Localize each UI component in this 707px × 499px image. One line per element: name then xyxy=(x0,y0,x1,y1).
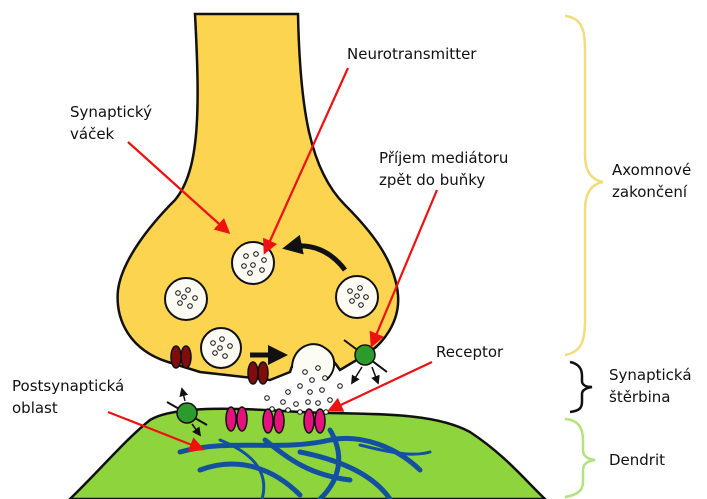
arrow-receptor xyxy=(330,362,432,410)
label-reuptake-line1: Příjem mediátoru xyxy=(379,148,508,168)
label-postsynaptic-line2: oblast xyxy=(12,398,58,418)
axon-terminal xyxy=(118,14,399,380)
receptor xyxy=(274,409,284,433)
label-reuptake-line2: zpět do buňky xyxy=(379,170,485,190)
label-receptor: Receptor xyxy=(436,342,503,362)
receptor xyxy=(237,407,247,431)
label-vesicle-line1: Synaptický xyxy=(70,102,152,122)
label-dendrite: Dendrit xyxy=(609,450,665,470)
receptor xyxy=(263,409,273,433)
receptor xyxy=(226,407,236,431)
postsynaptic-receptors xyxy=(226,407,325,433)
brace-axon-terminal xyxy=(565,16,603,355)
label-cleft-line2: štěrbina xyxy=(609,387,670,407)
label-cleft-line1: Synaptická xyxy=(609,365,692,385)
label-vesicle-line2: váček xyxy=(70,124,114,144)
fusing-vesicle xyxy=(292,344,334,380)
label-postsynaptic-line1: Postsynaptická xyxy=(12,376,124,396)
receptor xyxy=(315,409,325,433)
label-neurotransmitter: Neurotransmitter xyxy=(347,44,476,64)
label-axon-terminal-line2: zakončení xyxy=(612,182,687,202)
brace-dendrite xyxy=(565,419,595,497)
label-axon-terminal-line1: Axomnové xyxy=(612,160,691,180)
receptor xyxy=(304,409,314,433)
brace-synaptic-cleft xyxy=(570,362,592,412)
vesicle xyxy=(165,278,207,320)
